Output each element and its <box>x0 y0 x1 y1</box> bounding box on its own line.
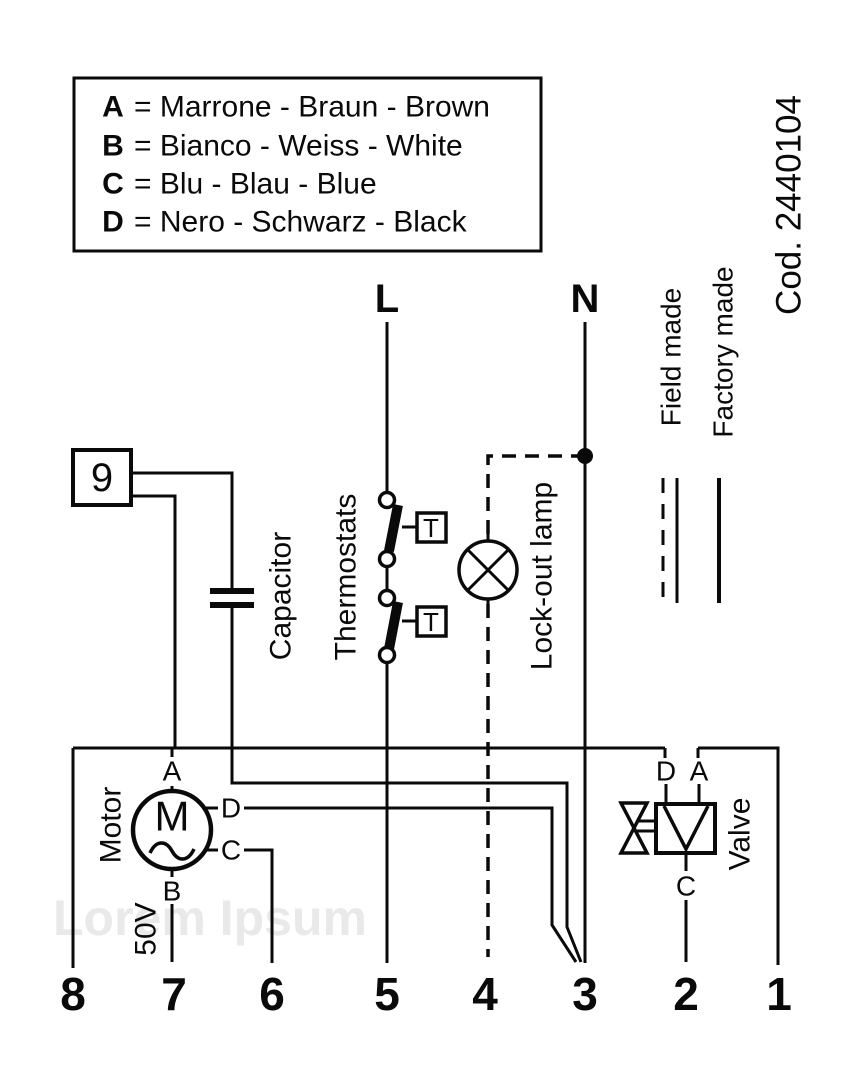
control-box-wire-2 <box>131 494 177 748</box>
valve-terminal-a: A <box>690 756 709 787</box>
capacitor-wire-top <box>131 471 234 591</box>
color-legend-box: A = Marrone - Braun - Brown B = Bianco -… <box>72 76 543 253</box>
terminal-3: 3 <box>572 968 598 1020</box>
legend-letter-a: A <box>102 91 124 124</box>
legend-letter-b: B <box>102 130 124 163</box>
valve-terminal-d: D <box>656 756 676 787</box>
motor-label: Motor <box>95 787 128 864</box>
control-box: 9 <box>71 448 133 507</box>
wire-d-to-terminal-3 <box>244 806 578 963</box>
legend-letter-d: D <box>102 206 124 239</box>
supply-wires <box>385 322 593 963</box>
motor-voltage-label: 50V <box>130 902 163 955</box>
lockout-wire-top <box>486 454 585 538</box>
terminal-5: 5 <box>374 968 400 1020</box>
lockout-lamp: Lock-out lamp <box>457 454 585 957</box>
motor-terminal-d: D <box>221 793 241 824</box>
terminal-8: 8 <box>60 968 86 1020</box>
valve-body-icon <box>618 801 650 855</box>
thermostat-2-contact-bottom <box>377 645 397 665</box>
thermostat-2-blade <box>384 601 403 650</box>
watermark-text: Lorem Ipsum <box>53 890 367 946</box>
thermostat-1-box <box>415 511 448 544</box>
thermostat-2-box <box>415 605 448 638</box>
wire-c-to-terminal-6 <box>244 848 274 963</box>
capacitor: Capacitor <box>131 471 583 963</box>
thermostat-2-contact-top <box>377 588 397 608</box>
valve-terminal-c: C <box>676 871 696 902</box>
legend-letter-c: C <box>102 168 124 201</box>
valve-label: Valve <box>724 798 757 871</box>
thermostat-1-t: T <box>423 513 439 543</box>
terminal-6: 6 <box>259 968 285 1020</box>
code-label: Cod. 2440104 <box>770 95 809 315</box>
thermostat-1-contact-bottom <box>377 549 397 569</box>
capacitor-label: Capacitor <box>265 532 298 660</box>
control-box-label: 9 <box>91 456 113 500</box>
terminal-7: 7 <box>161 968 187 1020</box>
rail-right-to-terminal-1 <box>698 746 780 965</box>
legend-def-d: = Nero - Schwarz - Black <box>134 206 468 239</box>
thermostat-2-t: T <box>423 607 439 637</box>
ac-sine-icon <box>148 841 196 861</box>
motor-terminal-b: B <box>163 876 182 907</box>
motor: Motor M A D C B 50V <box>95 748 578 963</box>
lamp-cross-icon <box>466 548 510 592</box>
motor-terminal-c: C <box>221 835 241 866</box>
thermostats-label: Thermostats <box>330 494 363 661</box>
legend-def-b: = Bianco - Weiss - White <box>134 130 463 163</box>
field-made-label: Field made <box>656 288 687 427</box>
thermostat-1-blade <box>384 504 403 552</box>
valve: D A Valve C <box>618 756 757 962</box>
motor-terminal-a: A <box>163 756 182 787</box>
capacitor-wire-bottom <box>230 605 583 963</box>
valve-body-link <box>637 819 656 833</box>
thermostats: Thermostats T T <box>330 490 448 665</box>
live-label: L <box>375 277 399 321</box>
terminal-1: 1 <box>766 968 792 1020</box>
legend-def-c: = Blu - Blau - Blue <box>134 168 377 201</box>
motor-symbol: M <box>155 793 190 840</box>
neutral-label: N <box>571 277 600 321</box>
terminal-4: 4 <box>472 968 498 1020</box>
control-box-border <box>71 448 133 507</box>
thermostat-1-contact-top <box>377 490 397 510</box>
legend-def-a: = Marrone - Braun - Brown <box>134 91 490 124</box>
valve-v-icon <box>662 805 710 853</box>
terminal-strip: 8 7 6 5 4 3 2 1 <box>60 968 792 1020</box>
terminal-2: 2 <box>673 968 699 1020</box>
factory-made-label: Factory made <box>708 266 739 437</box>
color-legend-border <box>72 76 543 253</box>
valve-coil-leads <box>664 784 701 804</box>
lockout-lamp-label: Lock-out lamp <box>526 482 559 670</box>
line-style-legend: Field made Factory made <box>656 266 739 603</box>
